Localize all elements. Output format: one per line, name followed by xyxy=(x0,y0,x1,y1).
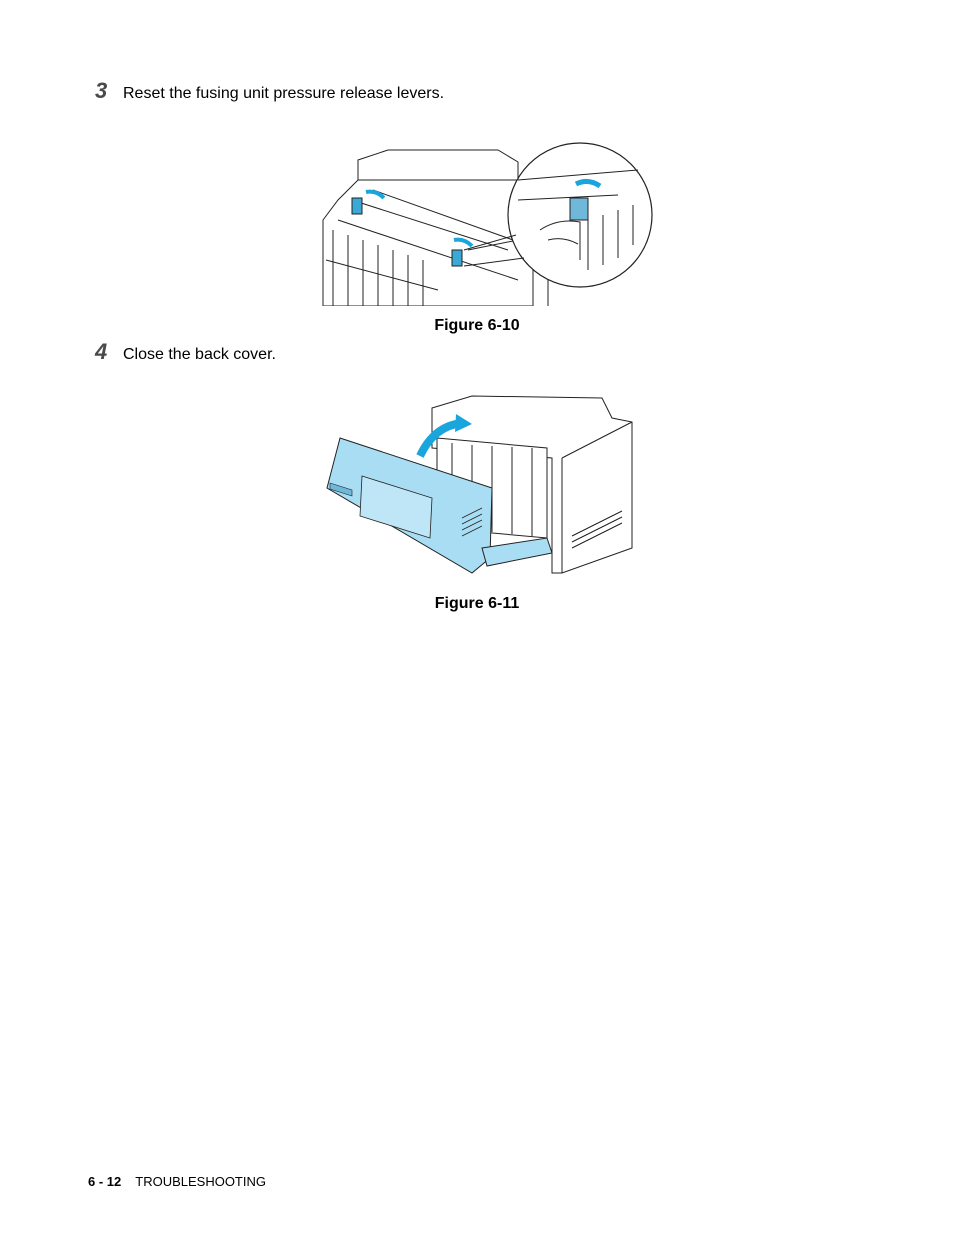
figure-caption: Figure 6-11 xyxy=(434,595,520,612)
figure-caption: Figure 6-10 xyxy=(434,317,520,334)
fusing-unit-illustration xyxy=(322,142,653,307)
step-4: 4 Close the back cover. xyxy=(95,339,276,365)
page-number: 6 - 12 xyxy=(88,1174,122,1189)
step-number: 4 xyxy=(95,339,108,364)
step-text: Close the back cover. xyxy=(123,346,276,363)
step-text: Reset the fusing unit pressure release l… xyxy=(123,85,445,102)
back-cover-illustration xyxy=(326,395,633,574)
figure-close-back-cover xyxy=(322,388,634,584)
step-number: 3 xyxy=(95,78,108,103)
section-title: TROUBLESHOOTING xyxy=(135,1174,266,1189)
page-footer: 6 - 12 TROUBLESHOOTING xyxy=(88,1174,266,1189)
figure-fusing-unit-levers xyxy=(318,140,658,307)
step-3: 3 Reset the fusing unit pressure release… xyxy=(95,78,444,104)
